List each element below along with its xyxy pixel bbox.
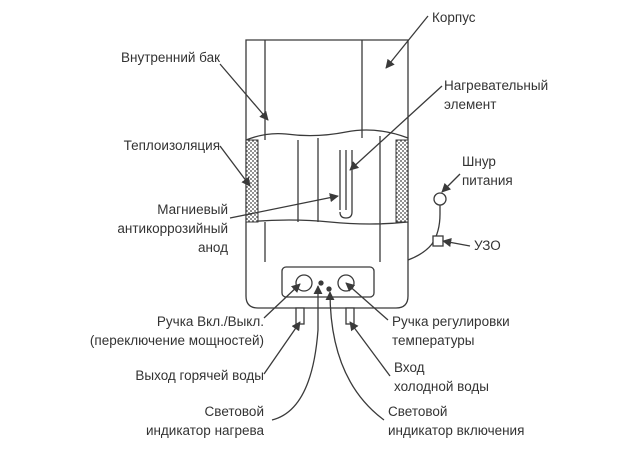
label-housing: Корпус (432, 10, 476, 25)
arrow-anode (229, 193, 339, 219)
arrow-rcd (442, 238, 471, 247)
arrow-heating-element (349, 85, 443, 171)
label-inner-tank: Внутренний бак (121, 50, 220, 65)
inner-tank-bottom (245, 219, 409, 225)
arrow-hot-outlet (263, 321, 301, 375)
arrow-power-cord (441, 173, 461, 193)
arrow-insulation (219, 145, 251, 187)
arrow-cold-inlet (349, 321, 391, 377)
label-heat-indicator: Световой индикатор нагрева (145, 404, 264, 438)
arrow-heat-indicator (271, 285, 323, 421)
indicator-power-icon (326, 286, 332, 292)
inner-tank-top (245, 129, 409, 141)
label-anode: Магниевый антикоррозийный анод (117, 202, 228, 255)
arrow-power-indicator (325, 291, 385, 421)
arrow-inner-tank (219, 63, 269, 121)
label-power-knob: Ручка Вкл./Выкл. (переключение мощностей… (89, 314, 264, 348)
label-hot-outlet: Выход горячей воды (135, 368, 264, 383)
rcd-icon (432, 235, 444, 247)
label-power-indicator: Световой индикатор включения (388, 404, 525, 438)
power-knob-icon (295, 274, 313, 292)
housing-outline (245, 39, 409, 309)
label-rcd: УЗО (474, 238, 501, 253)
label-insulation: Теплоизоляция (123, 138, 220, 153)
label-cold-inlet: Вход холодной воды (394, 360, 489, 394)
arrow-power-knob (263, 283, 301, 319)
arrow-housing (385, 15, 429, 69)
label-power-cord: Шнур питания (462, 154, 513, 188)
indicator-heat-icon (318, 280, 324, 286)
insulation-left (245, 139, 259, 223)
power-cord (407, 204, 441, 261)
arrow-temp-knob (345, 282, 389, 321)
label-heating-element: Нагревательный элемент (444, 78, 549, 112)
insulation-right (395, 139, 409, 223)
heating-element (339, 150, 353, 219)
power-plug-icon (433, 192, 447, 206)
label-temp-knob: Ручка регулировки температуры (392, 314, 510, 348)
